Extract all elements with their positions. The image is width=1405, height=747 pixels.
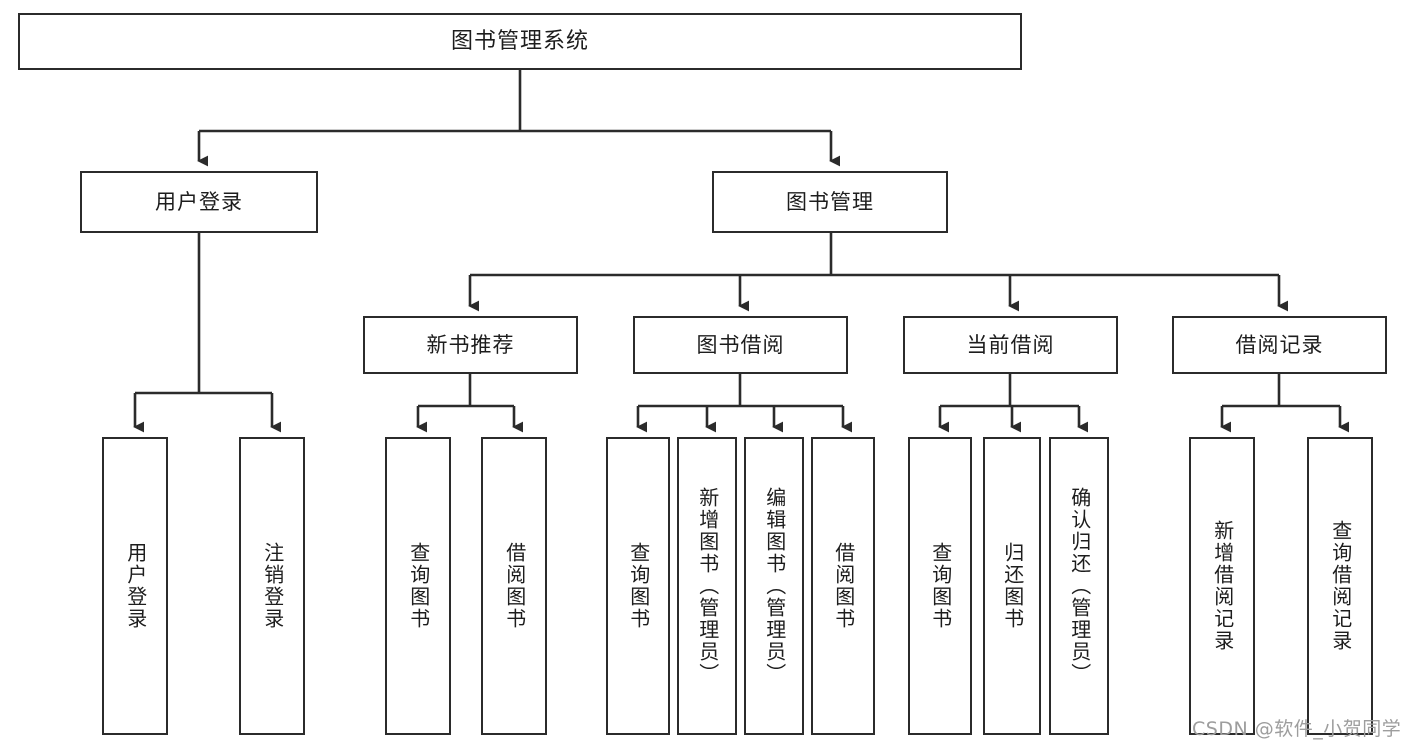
leaf-logout[interactable]: 注销登录 [239, 437, 305, 735]
node-book-borrow[interactable]: 图书借阅 [633, 316, 848, 374]
leaf-label: 查询图书 [928, 542, 953, 630]
leaf-return-book[interactable]: 归还图书 [983, 437, 1041, 735]
leaf-label: 查询借阅记录 [1328, 520, 1353, 652]
leaf-borrow-book-2[interactable]: 借阅图书 [811, 437, 875, 735]
leaf-query-record[interactable]: 查询借阅记录 [1307, 437, 1373, 735]
leaf-label: 查询图书 [626, 542, 651, 630]
leaf-label: 查询图书 [406, 542, 431, 630]
node-book-management[interactable]: 图书管理 [712, 171, 948, 233]
leaf-label: 编辑图书（管理员） [762, 487, 787, 685]
leaf-user-login[interactable]: 用户登录 [102, 437, 168, 735]
node-borrow-record[interactable]: 借阅记录 [1172, 316, 1387, 374]
leaf-query-book-1[interactable]: 查询图书 [385, 437, 451, 735]
leaf-label: 确认归还（管理员） [1067, 487, 1092, 685]
leaf-edit-book[interactable]: 编辑图书（管理员） [744, 437, 804, 735]
leaf-confirm-return[interactable]: 确认归还（管理员） [1049, 437, 1109, 735]
leaf-label: 注销登录 [260, 542, 285, 630]
node-user-login[interactable]: 用户登录 [80, 171, 318, 233]
node-current-borrow[interactable]: 当前借阅 [903, 316, 1118, 374]
leaf-label: 归还图书 [1000, 542, 1025, 630]
leaf-label: 用户登录 [123, 542, 148, 630]
leaf-label: 新增图书（管理员） [695, 487, 720, 685]
node-new-book-recommend[interactable]: 新书推荐 [363, 316, 578, 374]
leaf-query-book-3[interactable]: 查询图书 [908, 437, 972, 735]
leaf-add-book[interactable]: 新增图书（管理员） [677, 437, 737, 735]
leaf-label: 借阅图书 [502, 542, 527, 630]
leaf-label: 借阅图书 [831, 542, 856, 630]
leaf-borrow-book-1[interactable]: 借阅图书 [481, 437, 547, 735]
leaf-label: 新增借阅记录 [1210, 520, 1235, 652]
watermark-credit: CSDN @软件_小贺同学 [1192, 718, 1402, 740]
leaf-query-book-2[interactable]: 查询图书 [606, 437, 670, 735]
node-root-system[interactable]: 图书管理系统 [18, 13, 1022, 70]
leaf-add-record[interactable]: 新增借阅记录 [1189, 437, 1255, 735]
